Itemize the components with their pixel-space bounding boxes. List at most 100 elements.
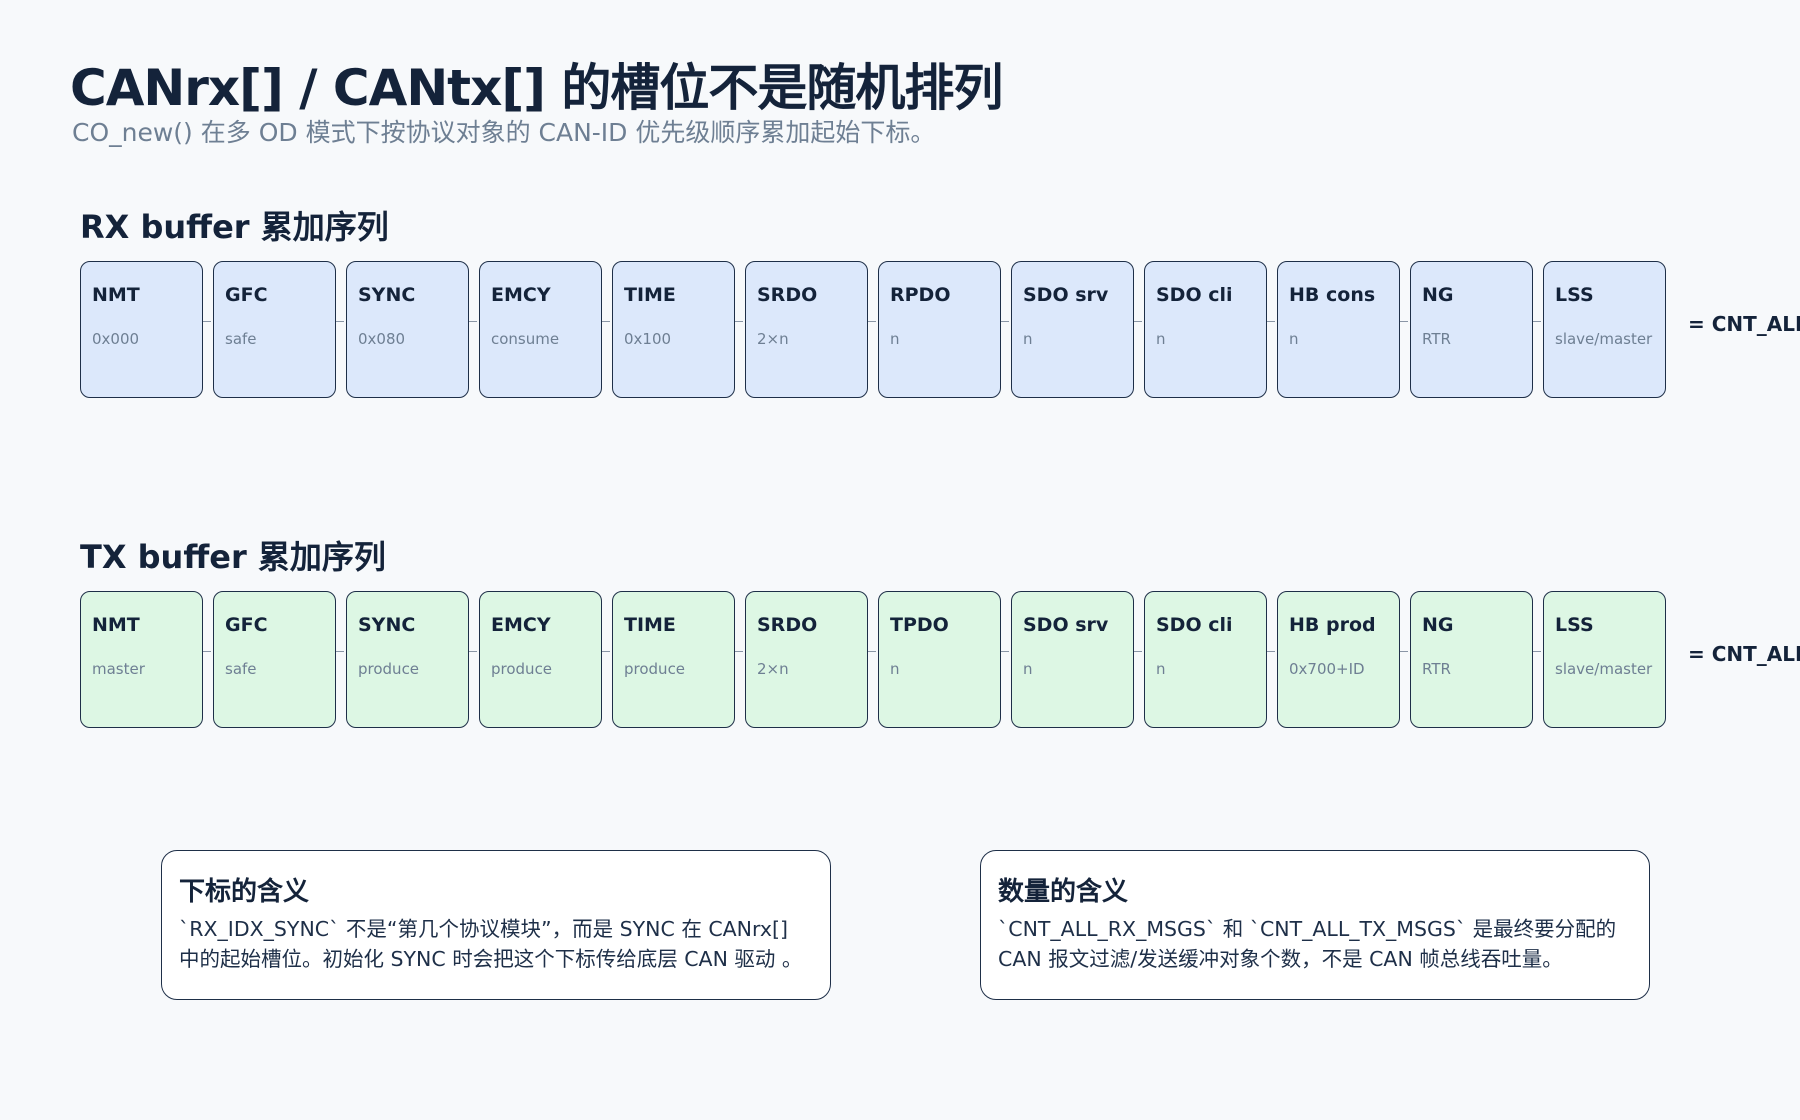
slot-connector (1001, 321, 1009, 322)
slot-meta: RTR (1422, 660, 1451, 678)
slot-name: LSS (1555, 614, 1594, 636)
slot-meta: safe (225, 660, 257, 678)
index-meaning-title: 下标的含义 (179, 877, 310, 907)
tx-slot-hb-prod: HB prod 0x700+ID (1277, 591, 1400, 728)
slot-meta: slave/master (1555, 330, 1653, 348)
slot-meta: safe (225, 330, 257, 348)
slot-meta: master (92, 660, 145, 678)
index-meaning-card: 下标的含义 `RX_IDX_SYNC` 不是“第几个协议模块”，而是 SYNC … (161, 850, 831, 1000)
slot-name: HB prod (1289, 614, 1376, 636)
slot-connector (203, 321, 211, 322)
slot-connector (1001, 651, 1009, 652)
slot-connector (469, 651, 477, 652)
slot-meta: n (1289, 330, 1299, 348)
rx-slot-time: TIME 0x100 (612, 261, 735, 398)
rx-section-title: RX buffer 累加序列 (80, 208, 389, 246)
slot-connector (868, 321, 876, 322)
rx-slot-ng: NG RTR (1410, 261, 1533, 398)
slot-meta: 0x100 (624, 330, 672, 348)
slot-name: SDO cli (1156, 284, 1233, 306)
slot-name: GFC (225, 284, 268, 306)
slot-name: SDO srv (1023, 614, 1109, 636)
rx-buffer-row: = CNT_ALL NMT 0x000 GFC safe SYNC 0x080 EMCY co… (80, 261, 1800, 401)
tx-slot-sdo-cli: SDO cli n (1144, 591, 1267, 728)
slot-connector (1533, 651, 1541, 652)
tx-section-title: TX buffer 累加序列 (80, 538, 386, 576)
slot-connector (336, 321, 344, 322)
slot-connector (469, 321, 477, 322)
slot-connector (203, 651, 211, 652)
slot-meta: n (890, 660, 900, 678)
slot-name: TIME (624, 284, 676, 306)
slot-meta: produce (358, 660, 420, 678)
slot-connector (1400, 651, 1408, 652)
slot-connector (1134, 321, 1142, 322)
slot-meta: n (1023, 330, 1033, 348)
slot-name: SYNC (358, 284, 416, 306)
slot-meta: 2×n (757, 330, 789, 348)
slot-connector (602, 651, 610, 652)
slot-meta: n (890, 330, 900, 348)
rx-slot-rpdo: RPDO n (878, 261, 1001, 398)
slot-name: HB cons (1289, 284, 1376, 306)
slot-meta: produce (491, 660, 553, 678)
slot-name: NMT (92, 284, 140, 306)
slot-name: SDO cli (1156, 614, 1233, 636)
rx-slot-srdo: SRDO 2×n (745, 261, 868, 398)
slot-connector (1400, 321, 1408, 322)
page-subtitle: CO_new() 在多 OD 模式下按协议对象的 CAN-ID 优先级顺序累加起… (72, 118, 936, 147)
slot-connector (735, 321, 743, 322)
page-title: CANrx[] / CANtx[] 的槽位不是随机排列 (70, 59, 1003, 117)
slot-name: SRDO (757, 614, 818, 636)
slot-meta: n (1156, 330, 1166, 348)
slot-meta: consume (491, 330, 560, 348)
slot-meta: produce (624, 660, 686, 678)
tx-slot-sync: SYNC produce (346, 591, 469, 728)
slot-name: TPDO (890, 614, 949, 636)
slot-connector (1267, 321, 1275, 322)
slot-meta: slave/master (1555, 660, 1653, 678)
slot-connector (1533, 321, 1541, 322)
slot-name: RPDO (890, 284, 951, 306)
slot-name: NG (1422, 284, 1454, 306)
tx-slot-ng: NG RTR (1410, 591, 1533, 728)
slot-name: EMCY (491, 284, 551, 306)
tx-slot-srdo: SRDO 2×n (745, 591, 868, 728)
slot-name: TIME (624, 614, 676, 636)
tx-slot-lss: LSS slave/master (1543, 591, 1666, 728)
tx-slot-time: TIME produce (612, 591, 735, 728)
slot-connector (1134, 651, 1142, 652)
rx-slot-gfc: GFC safe (213, 261, 336, 398)
slot-name: NG (1422, 614, 1454, 636)
slot-connector (868, 651, 876, 652)
count-meaning-title: 数量的含义 (998, 877, 1129, 907)
slot-meta: RTR (1422, 330, 1451, 348)
slot-name: SRDO (757, 284, 818, 306)
slot-name: EMCY (491, 614, 551, 636)
rx-slot-hb-cons: HB cons n (1277, 261, 1400, 398)
rx-slot-sdo-srv: SDO srv n (1011, 261, 1134, 398)
slot-meta: 0x080 (358, 330, 406, 348)
slot-meta: 0x700+ID (1289, 660, 1365, 678)
tx-slot-tpdo: TPDO n (878, 591, 1001, 728)
tx-slot-emcy: EMCY produce (479, 591, 602, 728)
slot-meta: n (1156, 660, 1166, 678)
slot-name: LSS (1555, 284, 1594, 306)
slot-meta: 2×n (757, 660, 789, 678)
rx-total-label: = CNT_ALL (1688, 312, 1800, 336)
slot-meta: n (1023, 660, 1033, 678)
rx-slot-sync: SYNC 0x080 (346, 261, 469, 398)
slot-meta: 0x000 (92, 330, 140, 348)
slot-connector (602, 321, 610, 322)
slot-name: SYNC (358, 614, 416, 636)
index-meaning-body: `RX_IDX_SYNC` 不是“第几个协议模块”，而是 SYNC 在 CANr… (179, 917, 803, 971)
rx-slot-lss: LSS slave/master (1543, 261, 1666, 398)
count-meaning-card: 数量的含义 `CNT_ALL_RX_MSGS` 和 `CNT_ALL_TX_MS… (980, 850, 1650, 1000)
rx-slot-emcy: EMCY consume (479, 261, 602, 398)
slot-connector (1267, 651, 1275, 652)
slot-name: SDO srv (1023, 284, 1109, 306)
rx-slot-sdo-cli: SDO cli n (1144, 261, 1267, 398)
